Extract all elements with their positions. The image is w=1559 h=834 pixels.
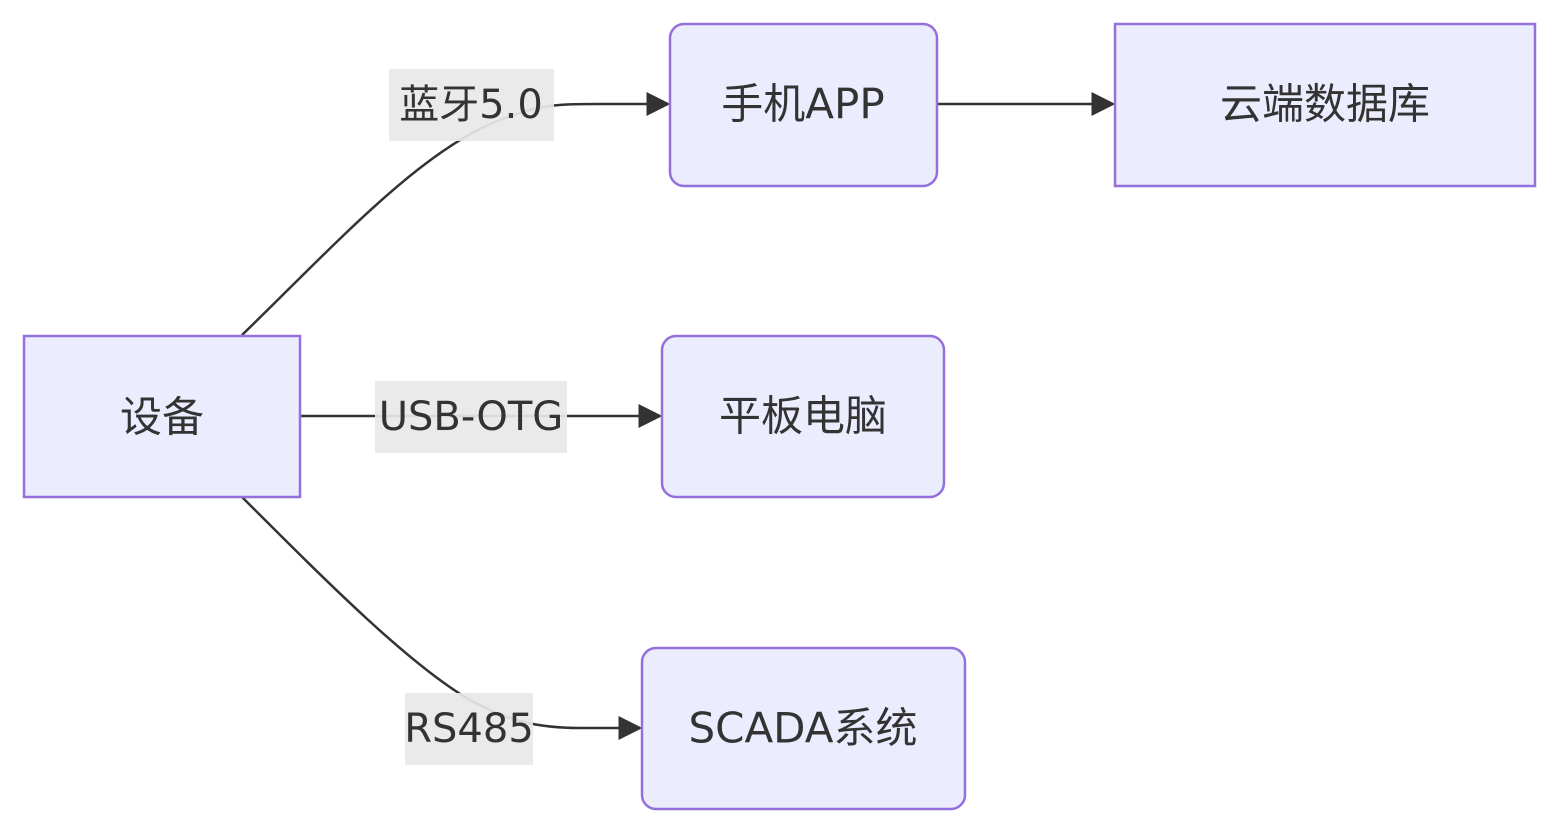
node-box: [22, 334, 302, 499]
edge-label-background: [375, 381, 567, 453]
node-box: [640, 646, 967, 811]
node-cloud-db[interactable]: 云端数据库: [1113, 22, 1537, 188]
node-phone-app[interactable]: 手机APP: [668, 22, 939, 188]
node-label: 云端数据库: [1220, 80, 1430, 129]
edge-label-rs485: RS485: [404, 693, 534, 765]
edge-label-usb-otg: USB-OTG: [375, 381, 567, 453]
edge-label-text: 蓝牙5.0: [399, 82, 543, 128]
edge-label-background: [405, 693, 533, 765]
edge-device-to-scada: [241, 496, 643, 740]
node-device[interactable]: 设备: [22, 334, 302, 499]
node-box: [1113, 22, 1537, 188]
edge-label-text: USB-OTG: [379, 394, 564, 440]
edge-label-text: RS485: [404, 706, 534, 752]
node-label: 设备: [120, 393, 204, 442]
node-scada[interactable]: SCADA系统: [640, 646, 967, 811]
edge-label-bluetooth: 蓝牙5.0: [389, 69, 554, 141]
edge-label-background: [389, 69, 554, 141]
node-box: [668, 22, 939, 188]
node-tablet[interactable]: 平板电脑: [660, 334, 946, 499]
node-label: SCADA系统: [688, 704, 917, 753]
node-label: 手机APP: [721, 80, 884, 129]
node-box: [660, 334, 946, 499]
node-label: 平板电脑: [719, 392, 887, 441]
